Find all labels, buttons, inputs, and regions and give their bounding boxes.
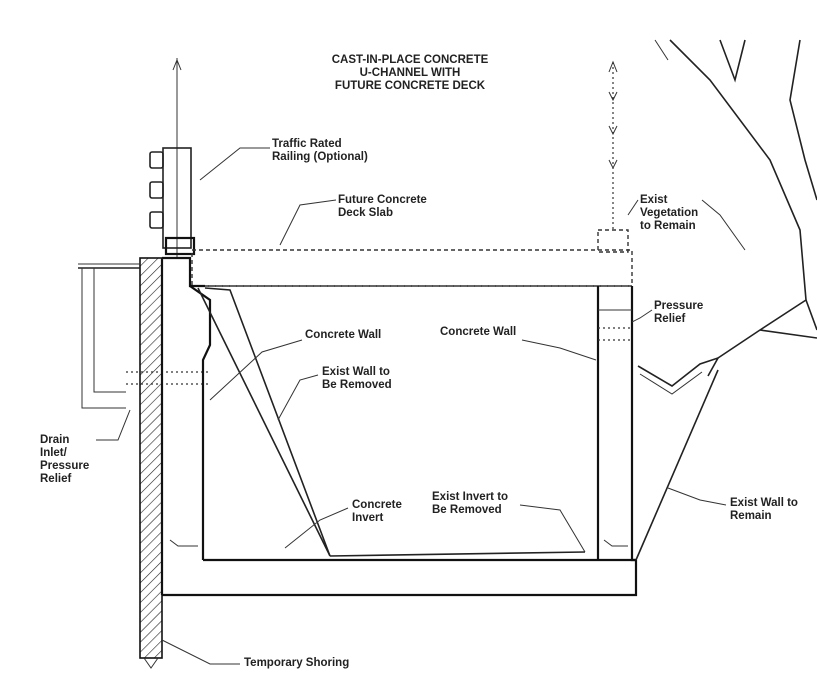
- diagram-title: CAST-IN-PLACE CONCRETE U-CHANNEL WITH FU…: [290, 54, 530, 93]
- label-concrete-invert: Concrete Invert: [352, 499, 402, 524]
- label-pressure-relief: Pressure Relief: [654, 300, 704, 325]
- exist-wall-to-be-removed-inner: [204, 287, 331, 557]
- leader-lines: [96, 147, 746, 665]
- future-railing-right: [597, 60, 629, 253]
- traffic-railing: [149, 58, 196, 258]
- label-future-deck: Future Concrete Deck Slab: [338, 194, 427, 219]
- label-exist-wall-removed: Exist Wall to Be Removed: [322, 366, 392, 391]
- future-deck-slab: [191, 249, 633, 287]
- label-drain-inlet: Drain Inlet/ Pressure Relief: [40, 434, 90, 485]
- label-exist-vegetation: Exist Vegetation to Remain: [640, 194, 699, 232]
- existing-vegetation-tree: [654, 39, 817, 359]
- u-channel-concrete: [160, 256, 638, 597]
- label-exist-invert-removed: Exist Invert to Be Removed: [432, 491, 509, 516]
- exist-wall-to-be-removed: [197, 287, 331, 557]
- label-concrete-wall-left: Concrete Wall: [305, 329, 382, 341]
- exist-wall-to-remain-top-inner: [639, 371, 703, 395]
- title-line-3: FUTURE CONCRETE DECK: [334, 80, 486, 92]
- label-exist-wall-remain: Exist Wall to Remain: [730, 497, 798, 522]
- title-line-1: CAST-IN-PLACE CONCRETE: [331, 54, 489, 66]
- label-temporary-shoring: Temporary Shoring: [244, 657, 350, 669]
- exist-invert-to-be-removed: [329, 551, 586, 557]
- existing-ground-left: [78, 263, 140, 269]
- drain-inlet-box: [81, 268, 210, 409]
- exist-wall-to-remain-top: [637, 356, 720, 387]
- label-concrete-wall-right: Concrete Wall: [440, 326, 517, 338]
- shoring-tip: [143, 657, 159, 669]
- title-line-2: U-CHANNEL WITH: [359, 67, 461, 79]
- temporary-shoring-pile: [139, 257, 163, 659]
- label-traffic-railing: Traffic Rated Railing (Optional): [272, 138, 368, 163]
- exist-wall-to-remain: [635, 369, 719, 561]
